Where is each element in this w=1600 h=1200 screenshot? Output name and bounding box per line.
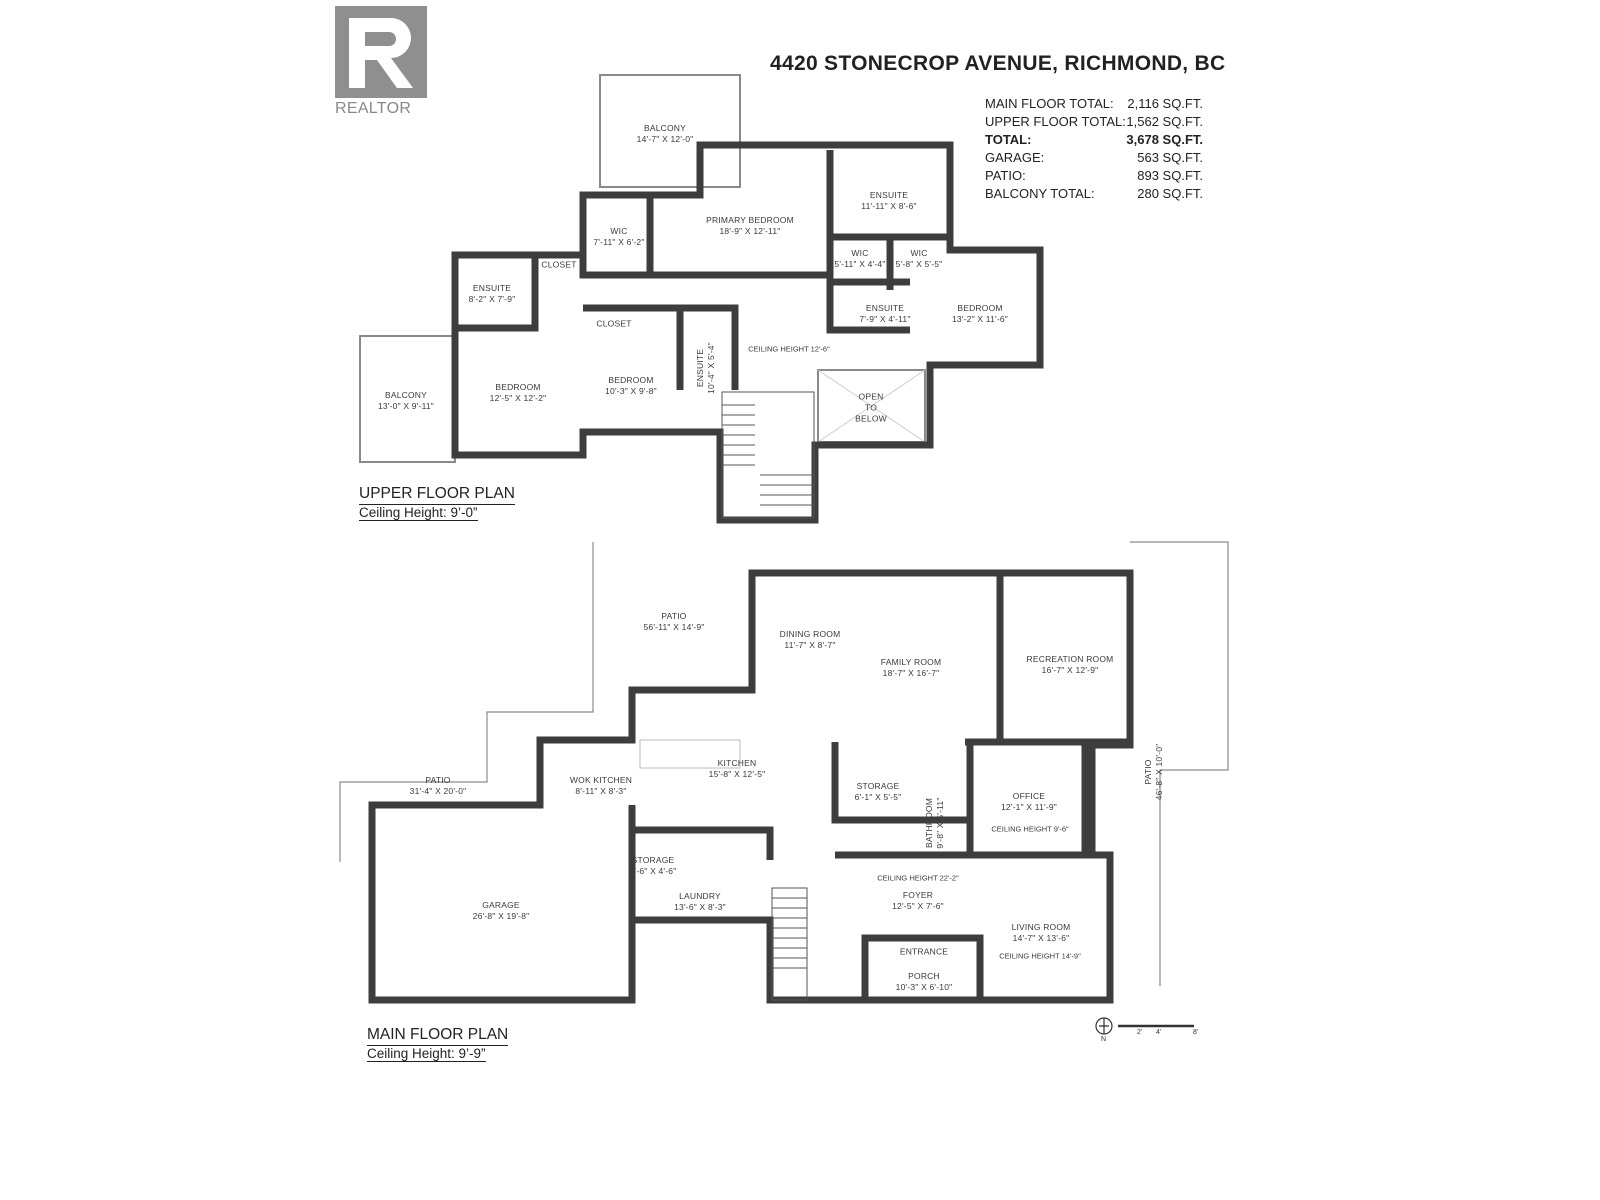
stat-row: PATIO:893 SQ.FT. xyxy=(985,168,1203,183)
realtor-logo xyxy=(335,6,427,98)
main-stairs xyxy=(639,739,808,1001)
kitchen-island xyxy=(639,739,741,769)
upper-balcony-outline xyxy=(599,74,741,188)
upper-stairs xyxy=(721,391,815,519)
north-arrow-and-scale xyxy=(1095,1017,1194,1035)
main-floor-walls xyxy=(368,569,1134,1004)
exterior-outlines xyxy=(339,74,1229,986)
stat-row: MAIN FLOOR TOTAL:2,116 SQ.FT. xyxy=(985,96,1203,111)
ceiling-height-note: CEILING HEIGHT 12'-6" xyxy=(748,344,830,354)
main-floor-title: MAIN FLOOR PLAN Ceiling Height: 9’-9” xyxy=(367,1026,509,1062)
upper-floor-title: UPPER FLOOR PLAN Ceiling Height: 9’-0” xyxy=(359,485,515,521)
patio-outline-left xyxy=(339,542,594,862)
room-label-entrance: ENTRANCE xyxy=(899,946,949,957)
scale-tick-label: 4' xyxy=(1156,1029,1162,1036)
stat-row: BALCONY TOTAL:280 SQ.FT. xyxy=(985,186,1203,201)
patio-outline-right xyxy=(1130,541,1229,986)
ceiling-height-note: CEILING HEIGHT 22'-2" xyxy=(877,873,959,883)
area-summary: MAIN FLOOR TOTAL:2,116 SQ.FT. UPPER FLOO… xyxy=(985,95,1203,203)
room-label-closet: CLOSET xyxy=(596,318,632,329)
scale-tick-label: 2' xyxy=(1137,1029,1143,1036)
scale-tick-label: 8' xyxy=(1193,1029,1199,1036)
realtor-logo-text: REALTOR xyxy=(335,100,412,117)
stat-row: GARAGE:563 SQ.FT. xyxy=(985,150,1203,165)
stat-row-total: TOTAL:3,678 SQ.FT. xyxy=(985,132,1203,147)
stat-row: UPPER FLOOR TOTAL:1,562 SQ.FT. xyxy=(985,114,1203,129)
ceiling-height-note: CEILING HEIGHT 9'-6" xyxy=(991,824,1069,834)
north-label: N xyxy=(1101,1036,1107,1043)
room-label-closet: CLOSET xyxy=(541,259,577,270)
ceiling-height-note: CEILING HEIGHT 14'-9" xyxy=(999,951,1081,961)
upper-floor-walls xyxy=(451,141,1044,524)
property-address: 4420 STONECROP AVENUE, RICHMOND, BC xyxy=(770,52,1226,75)
